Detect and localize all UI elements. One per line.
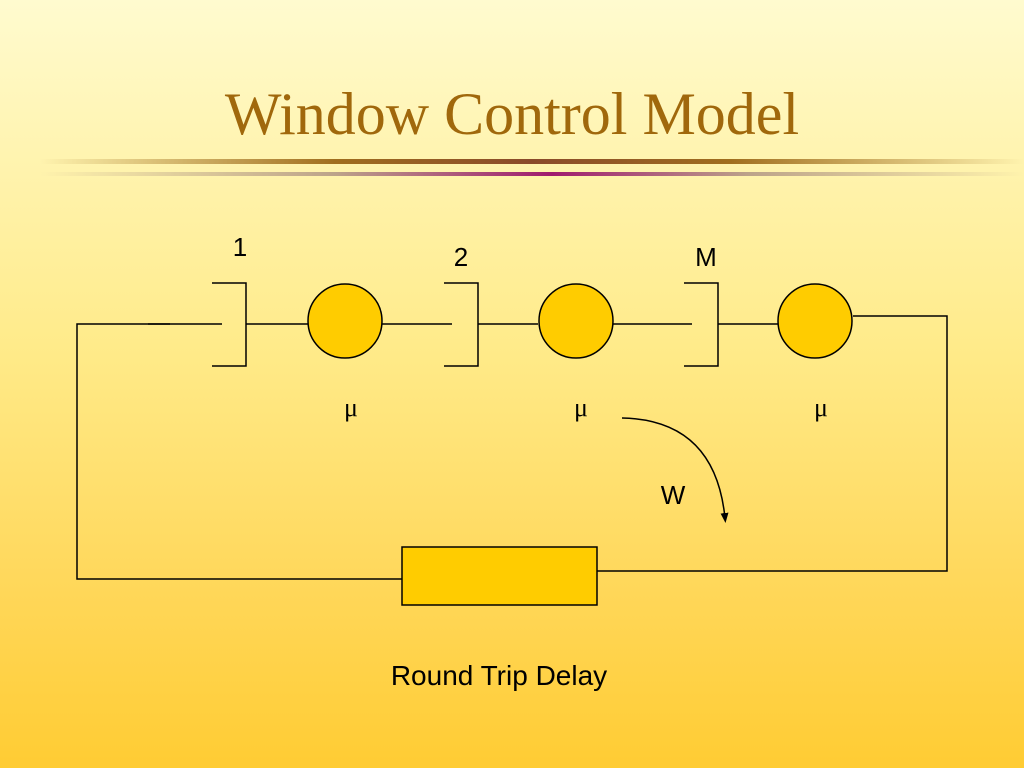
service-rate-1-label: μ xyxy=(344,393,358,422)
title-divider-top xyxy=(40,159,1024,164)
server-m xyxy=(777,283,853,359)
queue-1-label: 1 xyxy=(233,232,247,262)
round-trip-delay-label: Round Trip Delay xyxy=(391,660,607,691)
server-2 xyxy=(538,283,614,359)
server-1 xyxy=(307,283,383,359)
return-wire xyxy=(597,315,948,572)
feedback-loop-wire xyxy=(76,323,402,580)
window-arrow xyxy=(621,417,729,523)
queue-m-label: M xyxy=(695,242,717,272)
service-rate-m-label: μ xyxy=(814,393,828,422)
slide-title: Window Control Model xyxy=(224,81,800,147)
round-trip-delay-box xyxy=(401,546,598,606)
service-rate-2-label: μ xyxy=(574,393,588,422)
queue-2-label: 2 xyxy=(454,242,468,272)
title-divider-bottom xyxy=(40,172,1024,176)
window-label: W xyxy=(661,480,686,510)
